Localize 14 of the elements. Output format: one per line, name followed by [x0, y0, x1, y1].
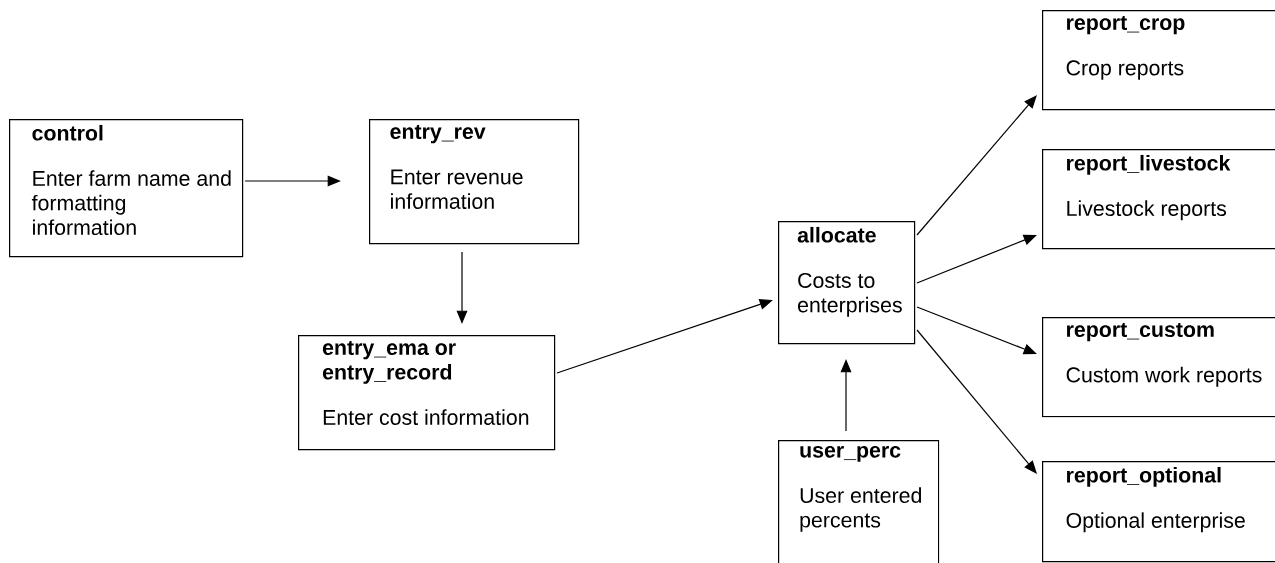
arrow — [916, 95, 1037, 236]
process-box: entry_ema or entry_record Enter cost information — [298, 335, 556, 451]
arrow — [556, 299, 773, 374]
process-box: report_livestock Livestock reports — [1042, 149, 1275, 250]
process-box: entry_rev Enter revenue information — [369, 119, 580, 245]
process-box: control Enter farm name and formatting information — [9, 119, 244, 258]
arrow — [916, 306, 1037, 355]
arrow — [916, 329, 1037, 474]
process-box: report_crop Crop reports — [1042, 10, 1275, 111]
process-box: report_optional Optional enterprise — [1042, 461, 1275, 563]
arrow — [916, 234, 1037, 284]
process-box: allocate Costs to enterprises — [778, 221, 916, 345]
process-box: user_perc User entered percents — [778, 440, 940, 563]
process-box: report_custom Custom work reports — [1042, 317, 1275, 418]
